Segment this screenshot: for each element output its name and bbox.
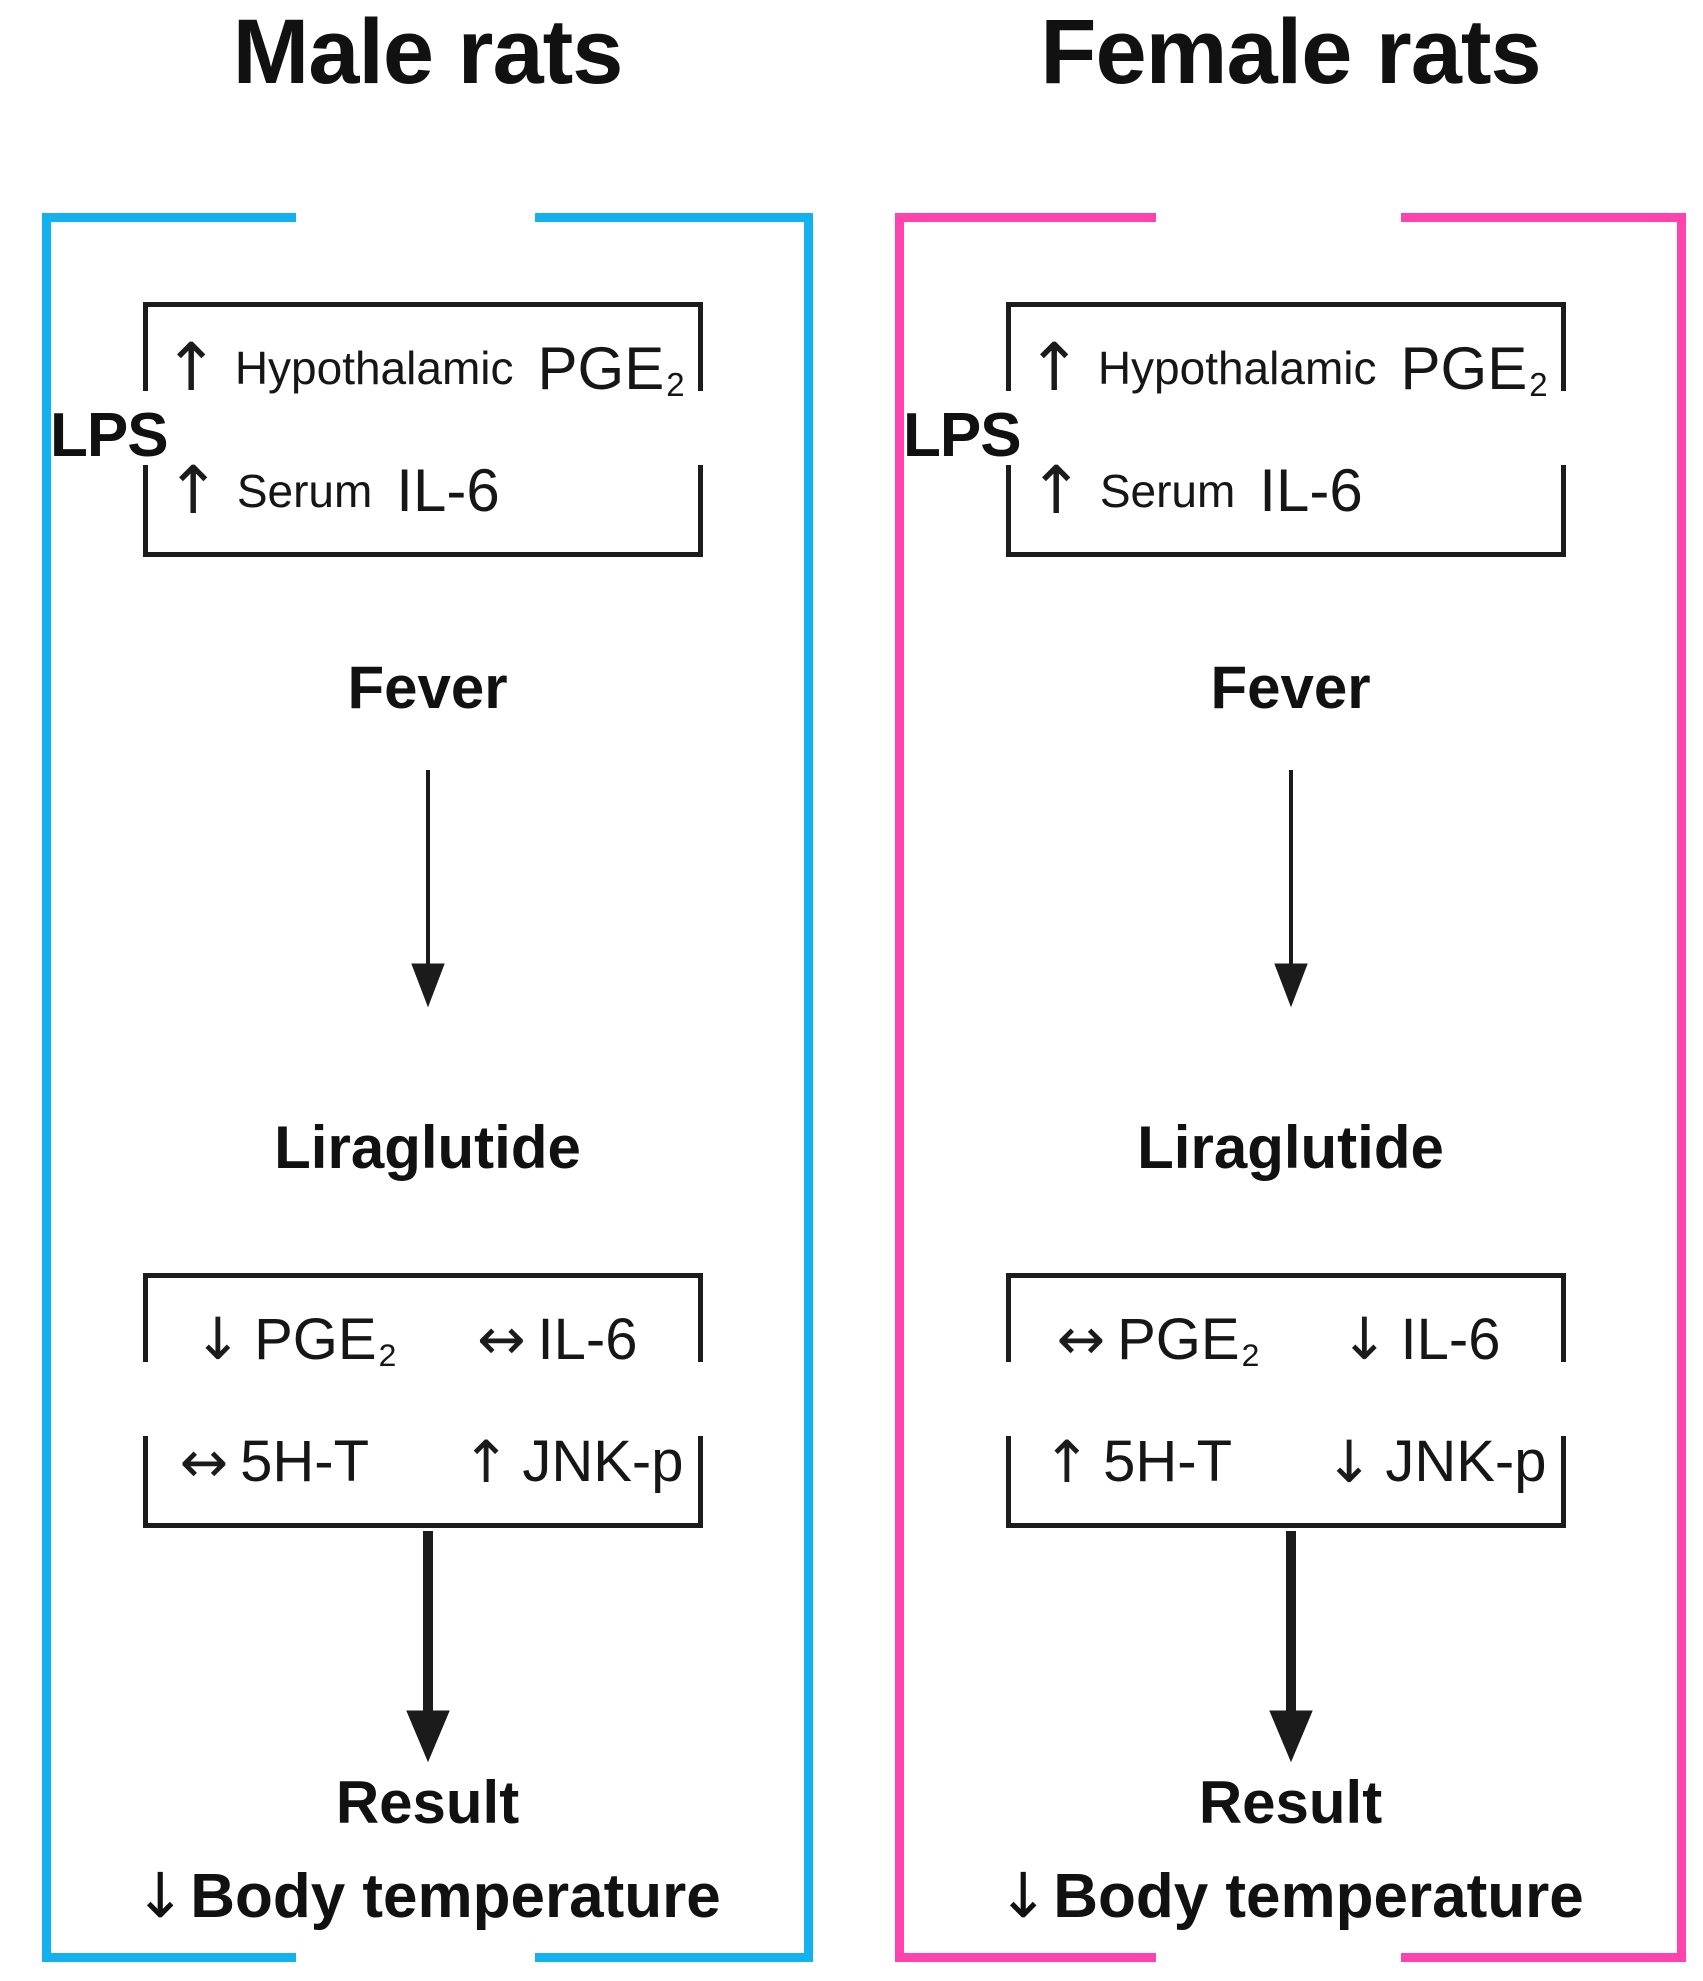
drug-label: Liraglutide <box>274 1114 581 1181</box>
box-border <box>142 302 148 392</box>
result-label: Result <box>1198 1769 1383 1836</box>
stimulus-row-il6: ↑ Serum IL-6 <box>148 430 698 553</box>
stimulus-molecule: IL-6 <box>1259 457 1363 525</box>
box-border <box>697 1273 703 1363</box>
effect-pge2: ↔ PGE2 <box>1056 1305 1260 1374</box>
fever-label: Fever <box>1210 654 1371 721</box>
stimulus-qualifier: Hypothalamic <box>1097 342 1377 395</box>
stimulus-row-pge2: ↑ Hypothalamic PGE2 <box>1011 307 1561 430</box>
down-arrow-icon: ↓ <box>134 1859 187 1932</box>
box-border <box>142 552 703 557</box>
outcome-label: ↓Body temperature <box>997 1859 1584 1932</box>
effects-row-1: ↔ PGE2 ↓ IL-6 <box>1011 1278 1561 1401</box>
box-border <box>1005 1436 1011 1528</box>
box-border <box>1560 302 1566 392</box>
frame-border-top-right-segment <box>1401 213 1686 222</box>
effects-row-2: ↑ 5H-T ↓ JNK-p <box>1011 1401 1561 1524</box>
flow-arrow-fever-to-drug <box>410 770 445 1008</box>
frame-border-bottom-right-segment <box>535 1953 813 1962</box>
down-arrow-icon: ↓ <box>997 1859 1050 1932</box>
box-border <box>1005 1273 1011 1363</box>
box-border <box>142 465 148 557</box>
effects-box: ↓ PGE2 ↔ IL-6 ↔ 5H-T ↑ JNK-p <box>142 1273 703 1528</box>
effect-jnkp: ↑ JNK-p <box>461 1427 684 1496</box>
box-border <box>1005 1523 1566 1528</box>
panel-frame-female: LPS ↑ Hypothalamic PGE2 ↑ Serum IL-6 <box>895 213 1686 1962</box>
left-right-arrow-icon: ↔ <box>476 1305 526 1374</box>
effect-pge2: ↓ PGE2 <box>193 1305 397 1374</box>
result-label: Result <box>335 1769 520 1836</box>
box-border <box>1560 1273 1566 1363</box>
box-border <box>1005 552 1566 557</box>
left-right-arrow-icon: ↔ <box>1056 1305 1106 1374</box>
box-border <box>1560 1436 1566 1528</box>
stimulus-molecule: IL-6 <box>396 457 500 525</box>
box-border <box>697 302 703 392</box>
up-arrow-icon: ↑ <box>1042 1427 1092 1496</box>
down-arrow-icon: ↓ <box>193 1305 243 1374</box>
drug-label: Liraglutide <box>1137 1114 1444 1181</box>
box-border <box>142 302 703 307</box>
up-arrow-icon: ↑ <box>1028 451 1084 529</box>
box-border <box>697 1436 703 1528</box>
frame-border-top-right-segment <box>535 213 813 222</box>
box-border <box>1005 1273 1566 1278</box>
frame-border-bottom-left-segment <box>42 1953 297 1962</box>
left-right-arrow-icon: ↔ <box>179 1427 229 1496</box>
stimulus-qualifier: Serum <box>236 464 373 517</box>
stimulus-row-pge2: ↑ Hypothalamic PGE2 <box>148 307 698 430</box>
lps-label: LPS <box>903 401 1022 470</box>
effect-5ht: ↔ 5H-T <box>179 1427 370 1496</box>
stimulus-qualifier: Serum <box>1099 464 1236 517</box>
box-border <box>1005 465 1011 557</box>
frame-border-bottom-left-segment <box>895 1953 1157 1962</box>
up-arrow-icon: ↑ <box>1026 329 1082 407</box>
effects-row-2: ↔ 5H-T ↑ JNK-p <box>148 1401 698 1524</box>
frame-border-bottom-right-segment <box>1401 1953 1686 1962</box>
stimulus-box: ↑ Hypothalamic PGE2 ↑ Serum IL-6 <box>1005 302 1566 557</box>
stimulus-box: ↑ Hypothalamic PGE2 ↑ Serum IL-6 <box>142 302 703 557</box>
flow-arrow-fever-to-drug <box>1273 770 1308 1008</box>
frame-border-top-left-segment <box>895 213 1157 222</box>
frame-border-left <box>42 213 51 1962</box>
frame-border-right <box>1677 213 1686 1962</box>
frame-border-left <box>895 213 904 1962</box>
box-border <box>142 1436 148 1528</box>
down-arrow-icon: ↓ <box>1324 1427 1374 1496</box>
lps-label: LPS <box>50 401 169 470</box>
outcome-label: ↓Body temperature <box>134 1859 721 1932</box>
stimulus-qualifier: Hypothalamic <box>234 342 514 395</box>
box-border <box>1005 302 1011 392</box>
stimulus-molecule: PGE2 <box>537 334 685 403</box>
box-border <box>142 1523 703 1528</box>
box-border <box>1560 465 1566 557</box>
flow-arrow-box-to-result <box>405 1531 450 1763</box>
flow-arrow-box-to-result <box>1268 1531 1313 1763</box>
up-arrow-icon: ↑ <box>461 1427 511 1496</box>
effect-jnkp: ↓ JNK-p <box>1324 1427 1547 1496</box>
stimulus-row-il6: ↑ Serum IL-6 <box>1011 430 1561 553</box>
box-border <box>142 1273 148 1363</box>
effects-row-1: ↓ PGE2 ↔ IL-6 <box>148 1278 698 1401</box>
panel-frame-male: LPS ↑ Hypothalamic PGE2 ↑ Serum IL-6 <box>42 213 813 1962</box>
effect-il6: ↓ IL-6 <box>1339 1305 1501 1374</box>
box-border <box>142 1273 703 1278</box>
box-border <box>697 465 703 557</box>
down-arrow-icon: ↓ <box>1339 1305 1389 1374</box>
up-arrow-icon: ↑ <box>163 329 219 407</box>
box-border <box>1005 302 1566 307</box>
stimulus-molecule: PGE2 <box>1400 334 1548 403</box>
up-arrow-icon: ↑ <box>165 451 221 529</box>
panel-title-female: Female rats <box>1040 1 1541 103</box>
panel-title-male: Male rats <box>232 1 624 103</box>
effect-5ht: ↑ 5H-T <box>1042 1427 1233 1496</box>
effect-il6: ↔ IL-6 <box>476 1305 638 1374</box>
frame-border-right <box>804 213 813 1962</box>
fever-label: Fever <box>347 654 508 721</box>
effects-box: ↔ PGE2 ↓ IL-6 ↑ 5H-T ↓ JNK-p <box>1005 1273 1566 1528</box>
frame-border-top-left-segment <box>42 213 297 222</box>
